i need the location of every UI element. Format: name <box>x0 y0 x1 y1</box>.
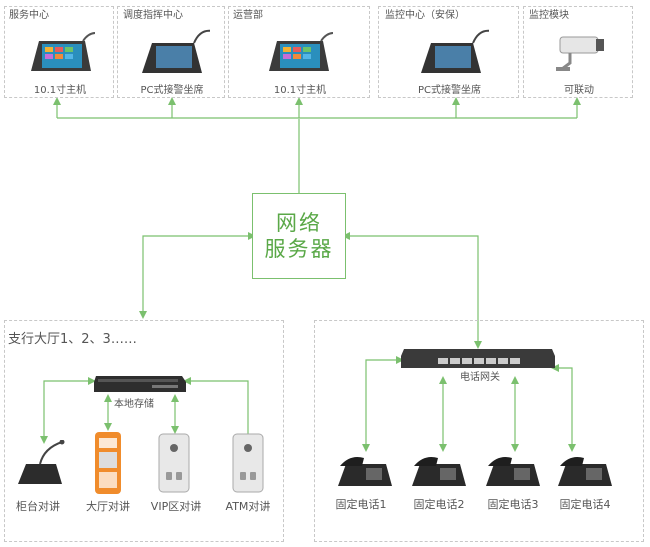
unit-caption: 10.1寸主机 <box>273 85 327 96</box>
gateway-label: 电话网关 <box>460 372 500 383</box>
branch-hall-zone <box>4 320 284 542</box>
gateway-right-link <box>551 364 576 452</box>
unit-caption: PC式接警坐席 <box>140 85 204 96</box>
counter-intercom-icon <box>18 440 65 484</box>
server-branch-link <box>139 232 256 319</box>
unit-service-center: 服务中心 10.1寸主机 <box>4 6 114 98</box>
network-server: 网络 服务器 <box>252 193 346 279</box>
phone-caption: 固定电话3 <box>487 498 539 511</box>
hall-intercom-icon <box>95 432 121 494</box>
camera-icon <box>556 36 604 71</box>
server-label-line1: 网络 <box>276 211 322 235</box>
terminal-caption: 大厅对讲 <box>86 500 130 513</box>
gateway-left-link <box>362 356 404 452</box>
server-label-line2: 服务器 <box>264 237 334 261</box>
unit-caption: 可联动 <box>564 85 594 96</box>
storage-label: 本地存储 <box>114 399 154 410</box>
unit-caption: PC式接警坐席 <box>417 85 481 96</box>
desktop-host-icon <box>31 32 95 71</box>
server-gateway-link <box>342 232 482 349</box>
atm-intercom-icon <box>232 433 264 493</box>
desk-phone-icon <box>338 457 392 486</box>
unit-monitoring-module: 监控模块 可联动 <box>523 6 633 98</box>
unit-caption: 10.1寸主机 <box>33 85 87 96</box>
terminal-caption: 柜台对讲 <box>16 500 60 513</box>
desk-phone-icon <box>412 457 466 486</box>
unit-dispatch-center: 调度指挥中心 PC式接警坐席 <box>117 6 225 98</box>
phone-caption: 固定电话1 <box>335 498 387 511</box>
storage-right-link <box>183 377 252 444</box>
unit-title: 运营部 <box>233 10 263 21</box>
vip-intercom-icon <box>158 433 190 493</box>
unit-title: 监控中心（安保） <box>385 10 465 21</box>
branch-title: 支行大厅1、2、3…… <box>8 332 137 347</box>
phone-caption: 固定电话2 <box>413 498 465 511</box>
unit-title: 调度指挥中心 <box>123 10 183 21</box>
desktop-host-icon <box>269 32 333 71</box>
phone-caption: 固定电话4 <box>559 498 611 511</box>
unit-monitoring-center: 监控中心（安保） PC式接警坐席 <box>378 6 519 98</box>
unit-operations: 运营部 10.1寸主机 <box>228 6 370 98</box>
phone-zone <box>314 320 644 542</box>
unit-title: 监控模块 <box>529 10 569 21</box>
pc-console-icon <box>142 29 210 73</box>
unit-title: 服务中心 <box>9 10 49 21</box>
terminal-caption: ATM对讲 <box>225 500 271 513</box>
storage-device-icon <box>94 376 186 392</box>
storage-left-link <box>40 377 96 444</box>
desk-phone-icon <box>558 457 612 486</box>
terminal-caption: VIP区对讲 <box>150 500 202 513</box>
desk-phone-icon <box>486 457 540 486</box>
phone-gateway-icon <box>401 349 555 368</box>
pc-console-icon <box>421 29 489 73</box>
